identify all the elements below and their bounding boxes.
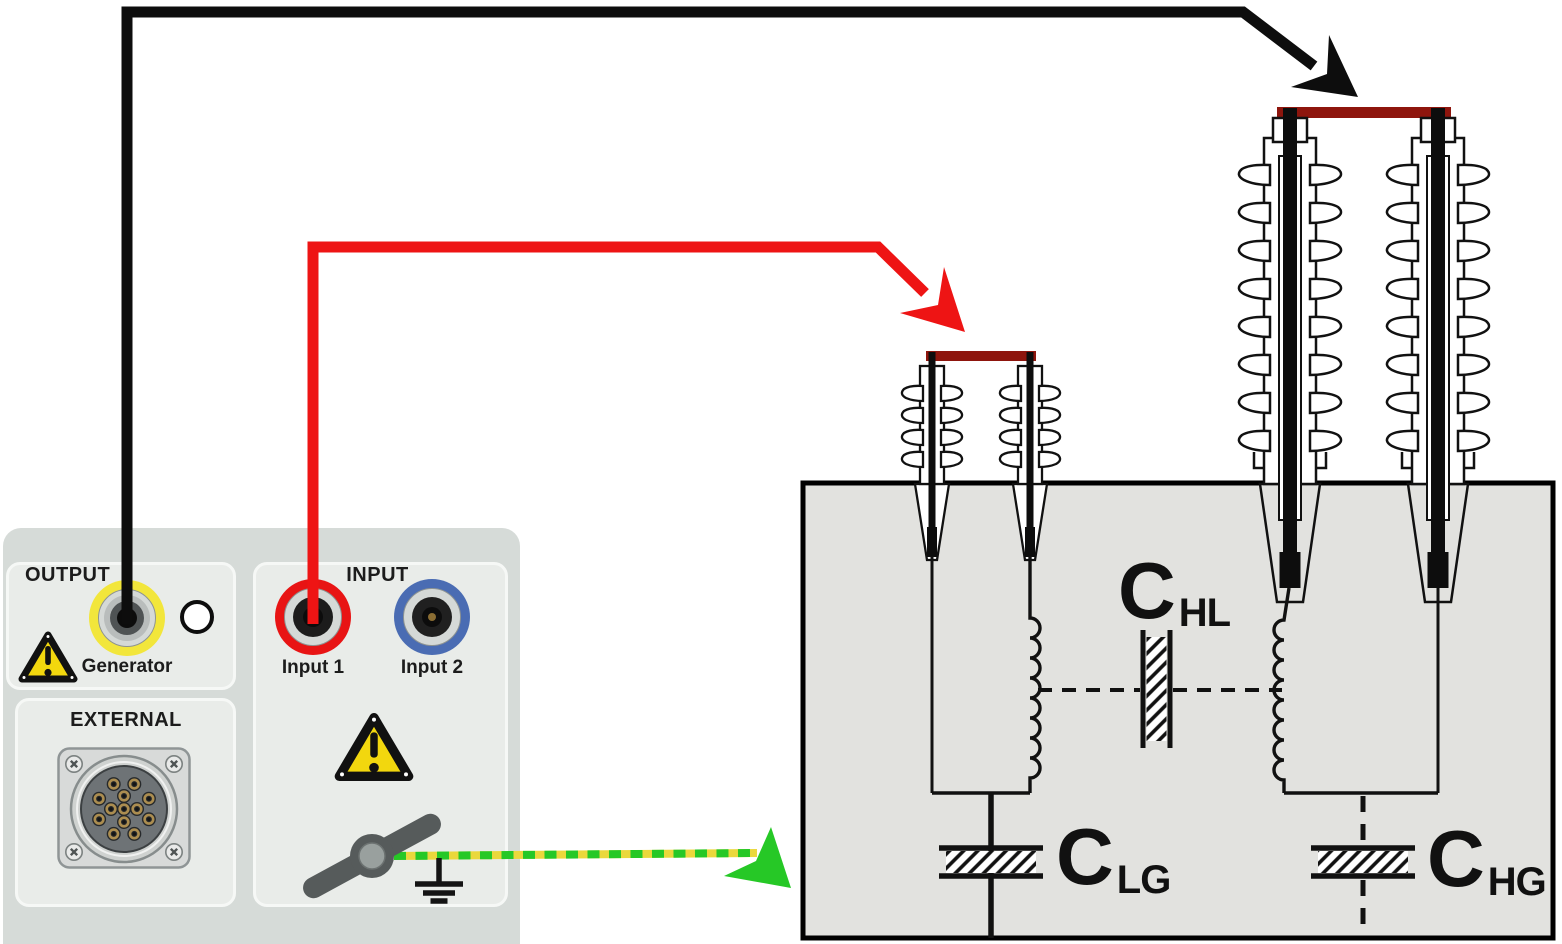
- input2-label: Input 2: [400, 657, 464, 678]
- label-clg: CLG: [1056, 812, 1170, 902]
- capacitor-chg: [1311, 845, 1415, 879]
- hv-bushing-right: [1385, 108, 1491, 604]
- generator-connector[interactable]: [89, 580, 165, 656]
- hv-busbar: [1277, 107, 1451, 118]
- lv-winding: [1028, 556, 1042, 793]
- hv-winding: [1272, 587, 1291, 793]
- capacitor-clg: [939, 845, 1043, 879]
- external-title: EXTERNAL: [70, 709, 182, 731]
- screw-icon: [64, 842, 84, 862]
- screw-icon: [64, 754, 84, 774]
- external-connector[interactable]: [57, 747, 191, 869]
- output-title: OUTPUT: [25, 564, 111, 586]
- input2-connector[interactable]: [394, 579, 470, 655]
- warning-icon: [18, 631, 78, 683]
- generator-label: Generator: [81, 656, 173, 677]
- indicator-circle: [180, 600, 214, 634]
- capacitor-chl: [1038, 630, 1282, 748]
- label-chg: CHG: [1427, 814, 1546, 904]
- lv-bushing-left: [900, 352, 964, 562]
- label-chl: CHL: [1118, 546, 1231, 635]
- generator-cable-arrowhead: [1291, 35, 1358, 97]
- screw-icon: [164, 842, 184, 862]
- screw-icon: [164, 754, 184, 774]
- hv-bushing-left: [1237, 108, 1343, 604]
- input1-label: Input 1: [281, 657, 345, 678]
- input1-connector[interactable]: [275, 579, 351, 655]
- ground-lead-arrowhead: [724, 827, 791, 888]
- lv-busbar: [926, 351, 1036, 361]
- warning-icon: [334, 713, 414, 781]
- transformer-tank: [800, 480, 1556, 941]
- input1-cable-arrowhead: [900, 267, 965, 332]
- lv-bushing-right: [998, 352, 1062, 562]
